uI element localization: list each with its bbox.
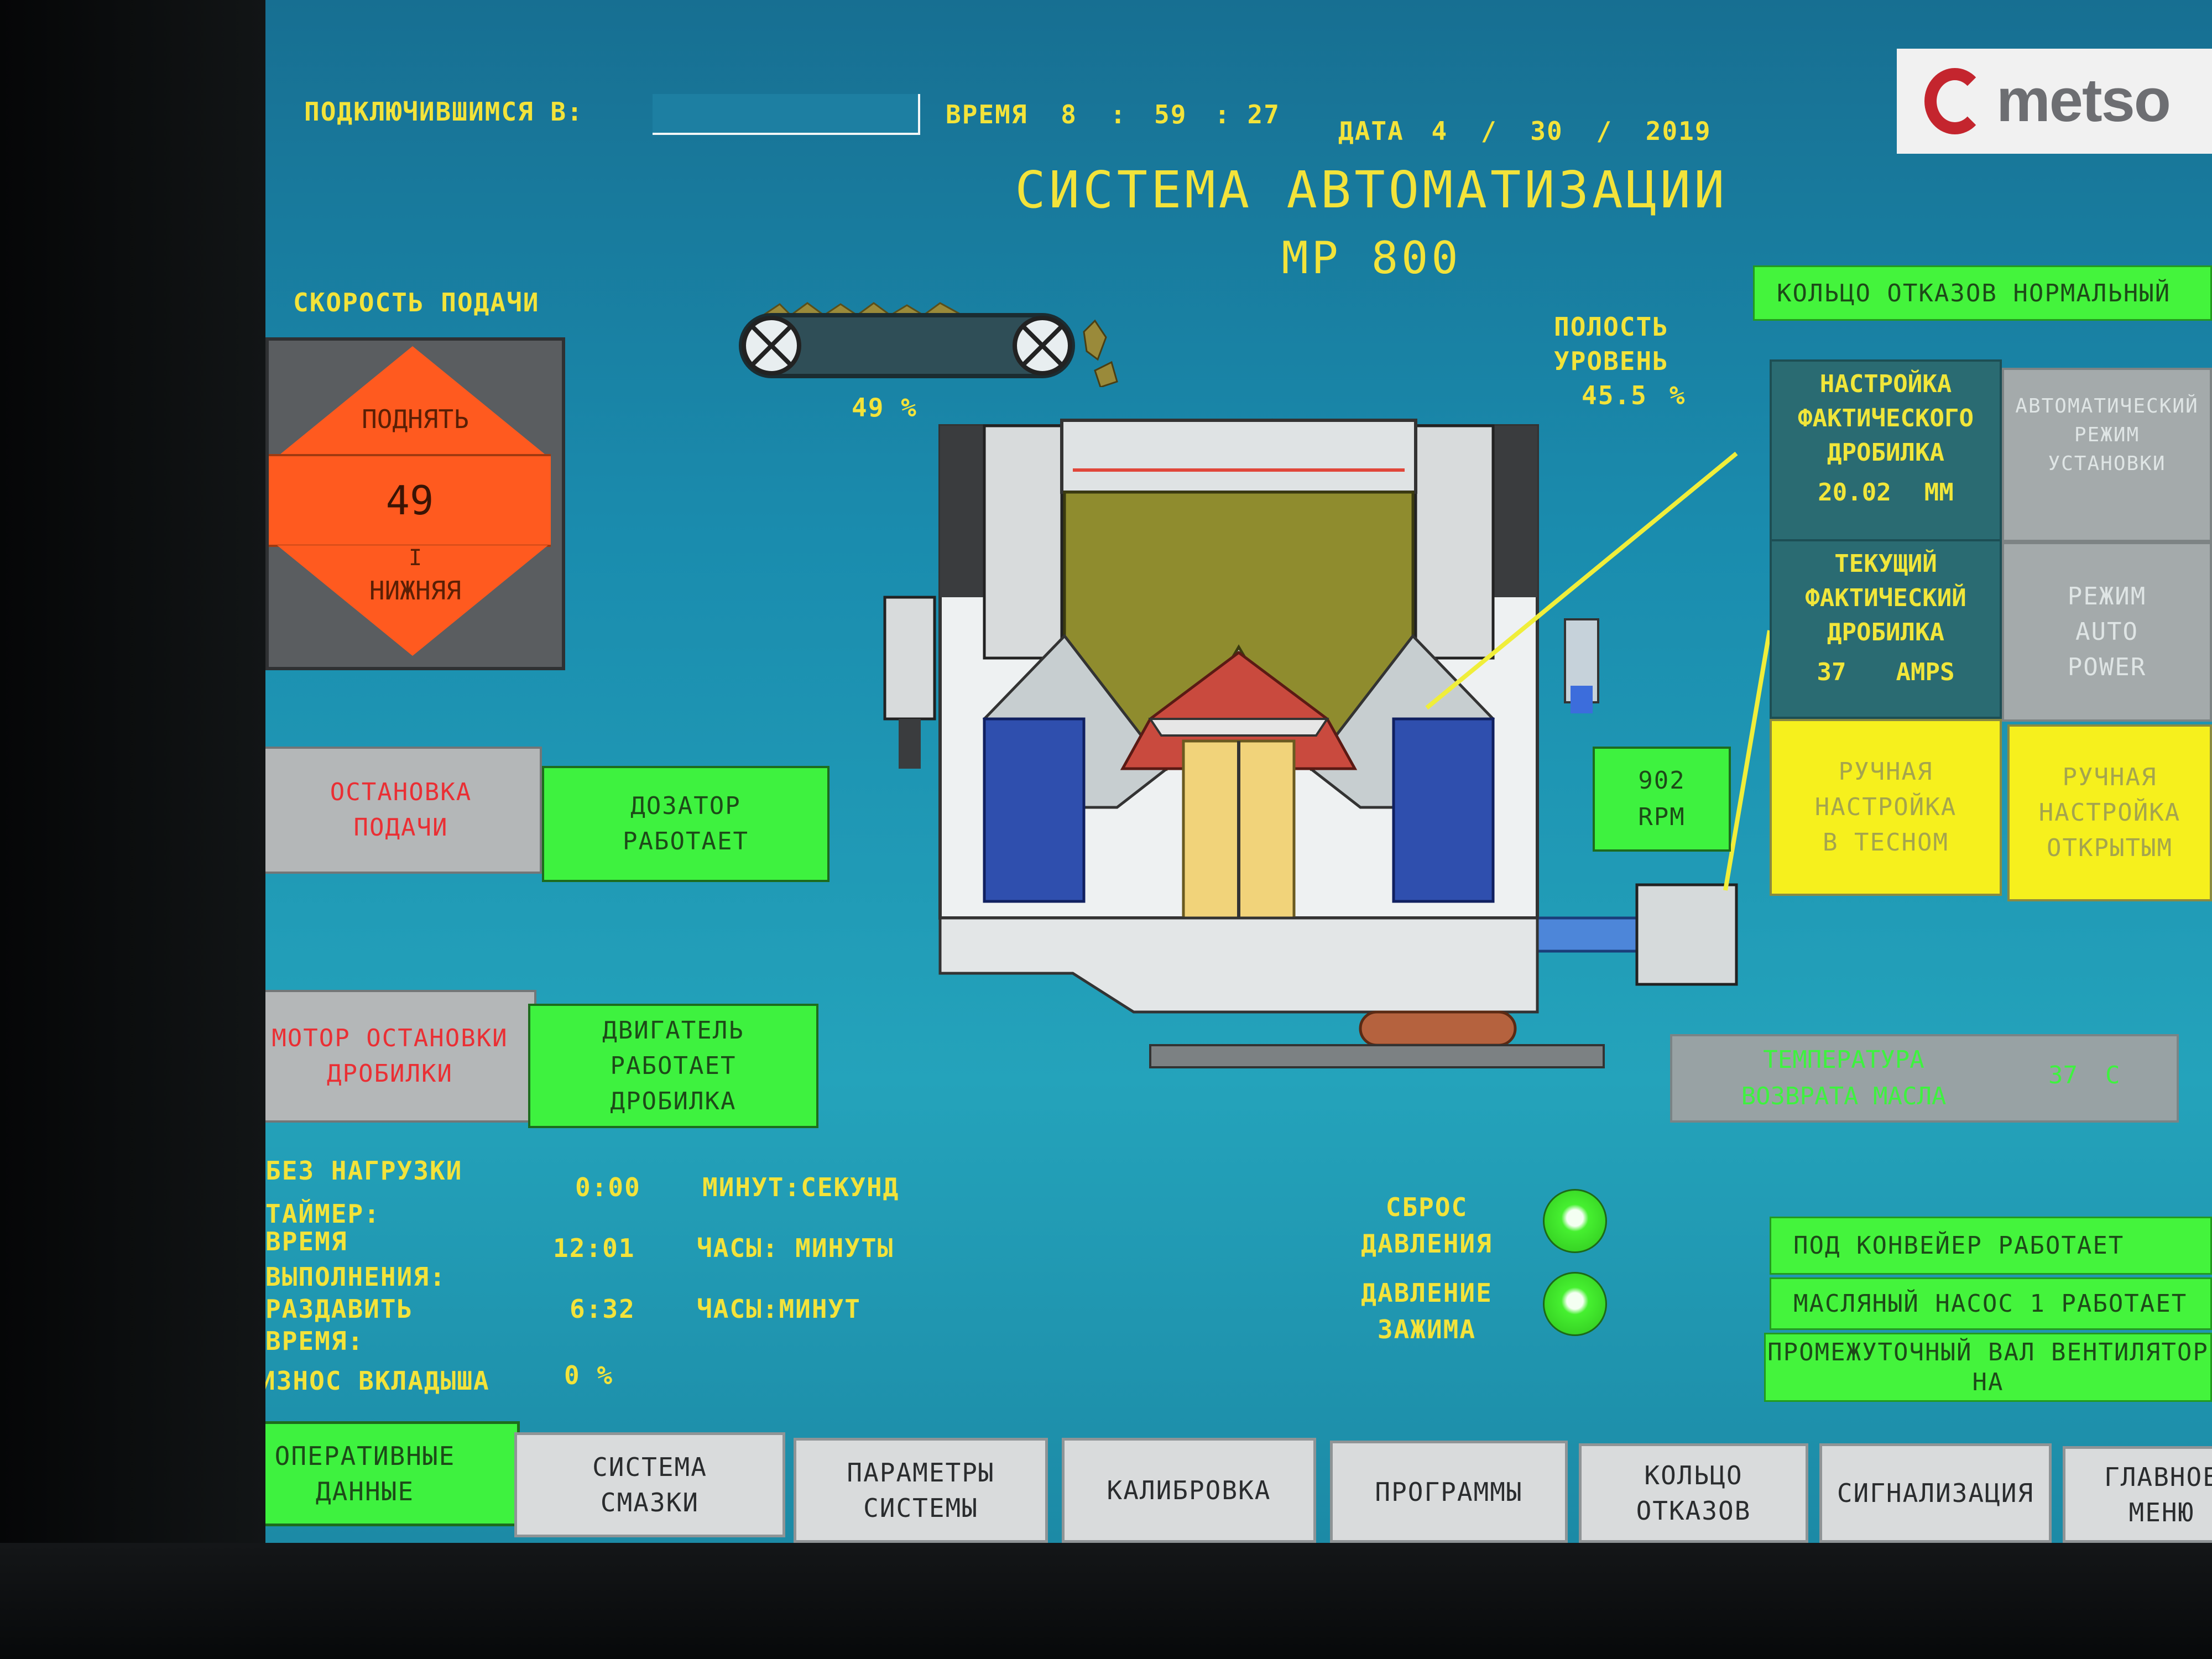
- conveyor-graphic: [730, 299, 1128, 388]
- page-subtitle: MP 800: [1281, 232, 1462, 284]
- tab-programs[interactable]: ПРОГРАММЫ: [1330, 1441, 1568, 1543]
- feed-speed-title: СКОРОСТЬ ПОДАЧИ: [293, 288, 540, 317]
- conveyor-icon: [739, 302, 1118, 388]
- status-countershaft-fan: ПРОМЕЖУТОЧНЫЙ ВАЛ ВЕНТИЛЯТОР НА: [1764, 1333, 2212, 1402]
- date: ДАТА 4 / 30 / 2019: [1338, 116, 1712, 146]
- oil-return-temperature: ТЕМПЕРАТУРА ВОЗВРАТА МАСЛА 37 C: [1670, 1034, 2179, 1123]
- time-minutes: 59: [1154, 100, 1187, 129]
- timer-value: 12:01: [553, 1233, 635, 1263]
- oil-temp-number: 37: [2048, 1061, 2078, 1089]
- date-separator: /: [1480, 116, 1498, 146]
- liner-wear-label: ИЗНОС ВКЛАДЫША: [265, 1366, 490, 1396]
- date-year: 2019: [1645, 116, 1712, 146]
- status-conveyor: ПОД КОНВЕЙЕР РАБОТАЕТ: [1770, 1217, 2212, 1275]
- lower-mark: I: [408, 545, 422, 571]
- conveyor-percent: 49 %: [852, 393, 917, 422]
- raise-arrow-icon[interactable]: [277, 346, 548, 457]
- hmi-screen: ПОДКЛЮЧИВШИМСЯ В: ВРЕМЯ 8 : 59 : 27 ДАТА…: [265, 0, 2212, 1543]
- metso-logo: metso: [1897, 49, 2212, 154]
- clock: ВРЕМЯ 8 : 59 : 27: [946, 100, 1280, 129]
- motor-running-indicator[interactable]: ДВИГАТЕЛЬ РАБОТАЕТ ДРОБИЛКА: [528, 1004, 818, 1128]
- no-load-label: БЕЗ НАГРУЗКИ: [265, 1156, 463, 1186]
- tab-lubrication-system[interactable]: СИСТЕМА СМАЗКИ: [514, 1432, 785, 1537]
- actual-current-unit: AMPS: [1896, 658, 1955, 686]
- actual-setting-value: 20.02: [1818, 478, 1891, 507]
- date-separator: /: [1596, 116, 1613, 146]
- manual-setting-open-button[interactable]: РУЧНАЯ НАСТРОЙКА ОТКРЫТЫМ: [2007, 724, 2212, 901]
- time-separator: :: [1214, 100, 1231, 129]
- timer-unit: ЧАСЫ: МИНУТЫ: [697, 1233, 894, 1263]
- connected-label: ПОДКЛЮЧИВШИМСЯ В:: [304, 97, 583, 127]
- actual-current-value: 37: [1817, 658, 1846, 686]
- pressure-reset-lamp-icon: [1543, 1189, 1607, 1253]
- feed-speed-value[interactable]: 49: [269, 454, 551, 547]
- date-month: 4: [1431, 116, 1448, 146]
- feeder-running-indicator[interactable]: ДОЗАТОР РАБОТАЕТ: [542, 766, 830, 882]
- logo-text: metso: [1996, 66, 2171, 134]
- timer-label: ТАЙМЕР: ВРЕМЯ: [265, 1199, 380, 1256]
- oil-temp-unit: C: [2105, 1061, 2120, 1089]
- tab-calibration[interactable]: КАЛИБРОВКА: [1062, 1438, 1316, 1543]
- lower-arrow-icon[interactable]: [277, 545, 548, 656]
- time-separator: :: [1110, 100, 1127, 129]
- time-hours: 8: [1061, 100, 1077, 129]
- pressure-reset-label: СБРОС ДАВЛЕНИЯ: [1361, 1192, 1493, 1259]
- connected-field[interactable]: [653, 94, 920, 135]
- execution-label: ВЫПОЛНЕНИЯ: РАЗДАВИТЬ ВРЕМЯ:: [265, 1262, 446, 1356]
- stop-feed-button[interactable]: ОСТАНОВКА ПОДАЧИ: [265, 747, 542, 874]
- ring-fault-status: КОЛЬЦО ОТКАЗОВ НОРМАЛЬНЫЙ: [1753, 265, 2212, 321]
- oil-temp-label: ТЕМПЕРАТУРА ВОЗВРАТА МАСЛА: [1741, 1046, 1947, 1110]
- cavity-unit: %: [1669, 380, 1686, 410]
- execution-value: 6:32: [570, 1294, 635, 1324]
- rpm-value: 902: [1638, 766, 1686, 795]
- raise-label: ПОДНЯТЬ: [362, 404, 469, 434]
- cavity-level: ПОЛОСТЬ УРОВЕНЬ 45.5%: [1554, 310, 1686, 413]
- pointer-lines-icon: [1425, 451, 1772, 891]
- tab-main-menu[interactable]: ГЛАВНОЕ МЕНЮ: [2063, 1446, 2212, 1543]
- no-load-unit: МИНУТ:СЕКУНД: [702, 1172, 900, 1202]
- auto-power-mode-button[interactable]: РЕЖИМ AUTO POWER: [2002, 542, 2212, 722]
- monitor-bezel-bottom: [0, 1543, 2212, 1659]
- date-label: ДАТА: [1338, 116, 1404, 146]
- no-load-value: 0:00: [575, 1172, 641, 1202]
- actual-setting-unit: ММ: [1924, 478, 1954, 507]
- cavity-label-1: ПОЛОСТЬ: [1554, 312, 1669, 342]
- crusher-diagram: [874, 409, 1825, 1128]
- clamp-pressure-label: ДАВЛЕНИЕ ЗАЖИМА: [1361, 1278, 1493, 1344]
- stop-crusher-motor-button[interactable]: МОТОР ОСТАНОВКИ ДРОБИЛКИ: [265, 990, 536, 1123]
- liner-wear-value: 0 %: [564, 1360, 614, 1390]
- tab-alarms[interactable]: СИГНАЛИЗАЦИЯ: [1819, 1443, 2052, 1543]
- page-title: СИСТЕМА АВТОМАТИЗАЦИИ: [1015, 160, 1728, 220]
- feed-speed-control: ПОДНЯТЬ 49 I НИЖНЯЯ: [265, 337, 565, 670]
- oil-temp-value: 37 C: [2048, 1061, 2120, 1089]
- cavity-label-2: УРОВЕНЬ: [1554, 346, 1669, 376]
- rpm-indicator: 902 RPM: [1593, 747, 1731, 852]
- manual-setting-closed-button[interactable]: РУЧНАЯ НАСТРОЙКА В ТЕСНОМ: [1770, 719, 2002, 896]
- execution-unit: ЧАСЫ:МИНУТ: [697, 1294, 861, 1324]
- tab-system-parameters[interactable]: ПАРАМЕТРЫ СИСТЕМЫ: [794, 1438, 1048, 1543]
- clamp-pressure-lamp-icon: [1543, 1272, 1607, 1336]
- actual-current-panel: ТЕКУЩИЙ ФАКТИЧЕСКИЙ ДРОБИЛКА 37 AMPS: [1770, 539, 2002, 719]
- actual-setting-title: НАСТРОЙКА ФАКТИЧЕСКОГО ДРОБИЛКА: [1798, 370, 1974, 467]
- actual-setting-panel: НАСТРОЙКА ФАКТИЧЕСКОГО ДРОБИЛКА 20.02 ММ: [1770, 359, 2002, 542]
- time-label: ВРЕМЯ: [946, 100, 1028, 129]
- status-oil-pump: МАСЛЯНЫЙ НАСОС 1 РАБОТАЕТ: [1770, 1277, 2212, 1330]
- cavity-value: 45.5: [1582, 380, 1647, 410]
- monitor-bezel-left: [0, 0, 265, 1659]
- lower-label: НИЖНЯЯ: [369, 576, 462, 606]
- rpm-unit: RPM: [1638, 803, 1686, 831]
- date-day: 30: [1530, 116, 1563, 146]
- auto-setting-mode-button[interactable]: АВТОМАТИЧЕСКИЙ РЕЖИМ УСТАНОВКИ: [2002, 368, 2212, 542]
- actual-current-title: ТЕКУЩИЙ ФАКТИЧЕСКИЙ ДРОБИЛКА: [1805, 550, 1966, 646]
- time-seconds: 27: [1247, 100, 1280, 129]
- tab-operational-data[interactable]: ОПЕРАТИВНЫЕ ДАННЫЕ: [265, 1421, 520, 1526]
- crusher-cross-section-icon: [883, 418, 1738, 1068]
- tab-fault-ring[interactable]: КОЛЬЦО ОТКАЗОВ: [1579, 1443, 1808, 1543]
